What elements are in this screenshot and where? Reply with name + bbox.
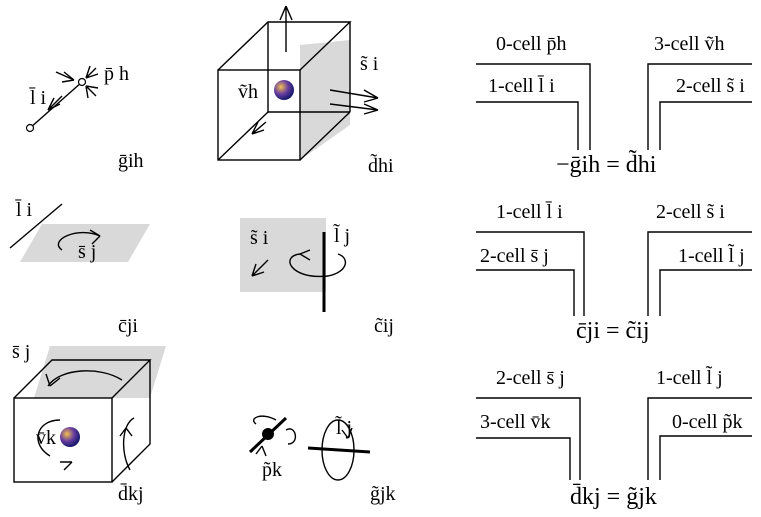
caption-d-tilde-hi: d̃hi	[368, 152, 394, 177]
equation: d̄kj = g̃jk	[570, 484, 657, 510]
bracket-inner-right	[659, 435, 752, 480]
thick-line	[307, 446, 371, 454]
point-arrow-icon	[85, 85, 99, 99]
circulation-arrow-icon	[285, 428, 296, 445]
circulation-loop	[321, 419, 355, 481]
label-l-tilde-j: l̃ j	[333, 222, 350, 247]
label-l-bar-i: l̄ i	[14, 198, 32, 221]
bracket-outer-right	[647, 231, 752, 316]
label-top-left: 2-cell s̄ j	[496, 367, 565, 389]
circulation-arrow-icon	[119, 427, 133, 437]
label-p-tilde-k: p̃k	[262, 459, 282, 481]
circulation-arrow-icon	[89, 229, 101, 245]
row3-mid-figure: p̃k l̃ j g̃jk	[248, 414, 396, 505]
bracket-inner-right	[659, 101, 752, 150]
label-top-right: 3-cell ṽh	[654, 33, 725, 55]
label-inner-right: 1-cell l̃ j	[678, 242, 745, 267]
sphere-icon	[60, 427, 80, 447]
circulation-arrow-icon	[299, 249, 311, 261]
line-arrow-icon	[47, 95, 63, 111]
row1-right-figure: 0-cell p̄h 1-cell l̄ i 3-cell ṽh 2-cell …	[476, 33, 752, 178]
circulation-arrow-icon	[57, 231, 101, 251]
point-end	[77, 77, 87, 87]
circulation-arrow-icon	[47, 370, 123, 387]
diagonal-arrow-icon	[251, 259, 269, 277]
circulation-arrow-icon	[123, 417, 135, 471]
row1-mid-figure: ṽh s̃ i d̃hi	[217, 5, 394, 177]
point-arrow-icon	[55, 71, 75, 83]
cube-top	[13, 359, 152, 399]
label-l-tilde-j: l̃ j	[335, 414, 352, 439]
cube-edge	[299, 111, 351, 161]
gray-face	[300, 40, 350, 160]
label-v-tilde-h: ṽh	[238, 81, 258, 103]
bracket-inner-left	[476, 437, 571, 480]
label-inner-right: 2-cell s̃ i	[676, 75, 745, 97]
equation: −ḡih = d̃hi	[556, 149, 657, 178]
right-arrow-icon	[329, 89, 379, 103]
point-arrow-icon	[85, 65, 99, 79]
bracket-outer-right	[647, 63, 752, 150]
bracket-outer-left	[476, 397, 581, 480]
cube-front	[13, 397, 113, 483]
circulation-arrow-icon	[289, 253, 347, 278]
circulation-arrow-icon	[253, 415, 277, 425]
caption-c-bar-ji: c̄ji	[118, 315, 138, 337]
label-inner-left: 3-cell v̄k	[480, 411, 551, 433]
label-s-tilde-i: s̃ i	[360, 53, 379, 75]
bracket-inner-right	[659, 269, 752, 316]
right-arrow-icon	[329, 103, 379, 115]
label-top-right: 1-cell l̃ j	[656, 364, 723, 389]
bracket-outer-right	[647, 397, 752, 480]
row3-left-figure: s̄ j v̄k d̄kj	[12, 341, 166, 505]
row3-right-figure: 2-cell s̄ j 3-cell v̄k 1-cell l̃ j 0-cel…	[476, 364, 752, 510]
gray-face	[240, 218, 326, 292]
label-top-left: 0-cell p̄h	[496, 33, 567, 55]
label-v-bar-k: v̄k	[36, 427, 56, 449]
label-l-bar-i: l̄ i	[28, 86, 46, 109]
point-icon	[262, 428, 274, 440]
line-segment	[9, 203, 63, 249]
inner-arrow-icon	[251, 121, 267, 135]
label-s-tilde-i: s̃ i	[250, 227, 269, 249]
circulation-arrow-icon	[255, 445, 267, 457]
row2-mid-figure: s̃ i l̃ j c̃ij	[240, 218, 394, 337]
caption-g-tilde-jk: g̃jk	[370, 483, 396, 505]
circulation-arrow-icon	[45, 373, 61, 387]
gray-face	[20, 224, 150, 262]
caption-c-tilde-ij: c̃ij	[374, 315, 394, 337]
bracket-inner-left	[476, 101, 579, 150]
cube-side	[111, 360, 151, 483]
label-top-left: 1-cell l̄ i	[496, 200, 563, 223]
circulation-arrow-icon	[60, 461, 73, 471]
label-inner-left: 1-cell l̄ i	[488, 74, 555, 97]
label-s-bar-j: s̄ j	[78, 241, 96, 263]
point-start	[25, 123, 35, 133]
line-segment	[29, 81, 83, 129]
bracket-inner-left	[476, 269, 575, 316]
cube-front	[217, 69, 301, 161]
label-inner-right: 0-cell p̃k	[672, 411, 743, 433]
sphere-icon	[274, 80, 294, 100]
caption-g-bar-ih: ḡih	[118, 150, 144, 172]
bracket-outer-left	[476, 63, 591, 150]
label-top-right: 2-cell s̃ i	[656, 201, 725, 223]
circulation-arrow-icon	[37, 419, 61, 457]
circulation-arrow-icon	[341, 427, 353, 439]
label-inner-left: 2-cell s̄ j	[480, 245, 549, 267]
caption-d-bar-kj: d̄kj	[118, 482, 144, 505]
bracket-outer-left	[476, 231, 585, 316]
row2-left-figure: l̄ i s̄ j c̄ji	[9, 198, 150, 337]
row2-right-figure: 1-cell l̄ i 2-cell s̄ j 2-cell s̃ i 1-ce…	[476, 200, 752, 344]
label-p-bar-h: p̄ h	[104, 63, 129, 85]
up-arrow-icon	[279, 5, 293, 52]
cube-top	[217, 21, 352, 71]
row1-left-figure: l̄ i p̄ h ḡih	[25, 63, 144, 172]
cube-hidden-edge	[217, 111, 269, 161]
label-s-bar-j: s̄ j	[12, 341, 30, 363]
equation: c̄ji = c̃ij	[576, 318, 650, 344]
